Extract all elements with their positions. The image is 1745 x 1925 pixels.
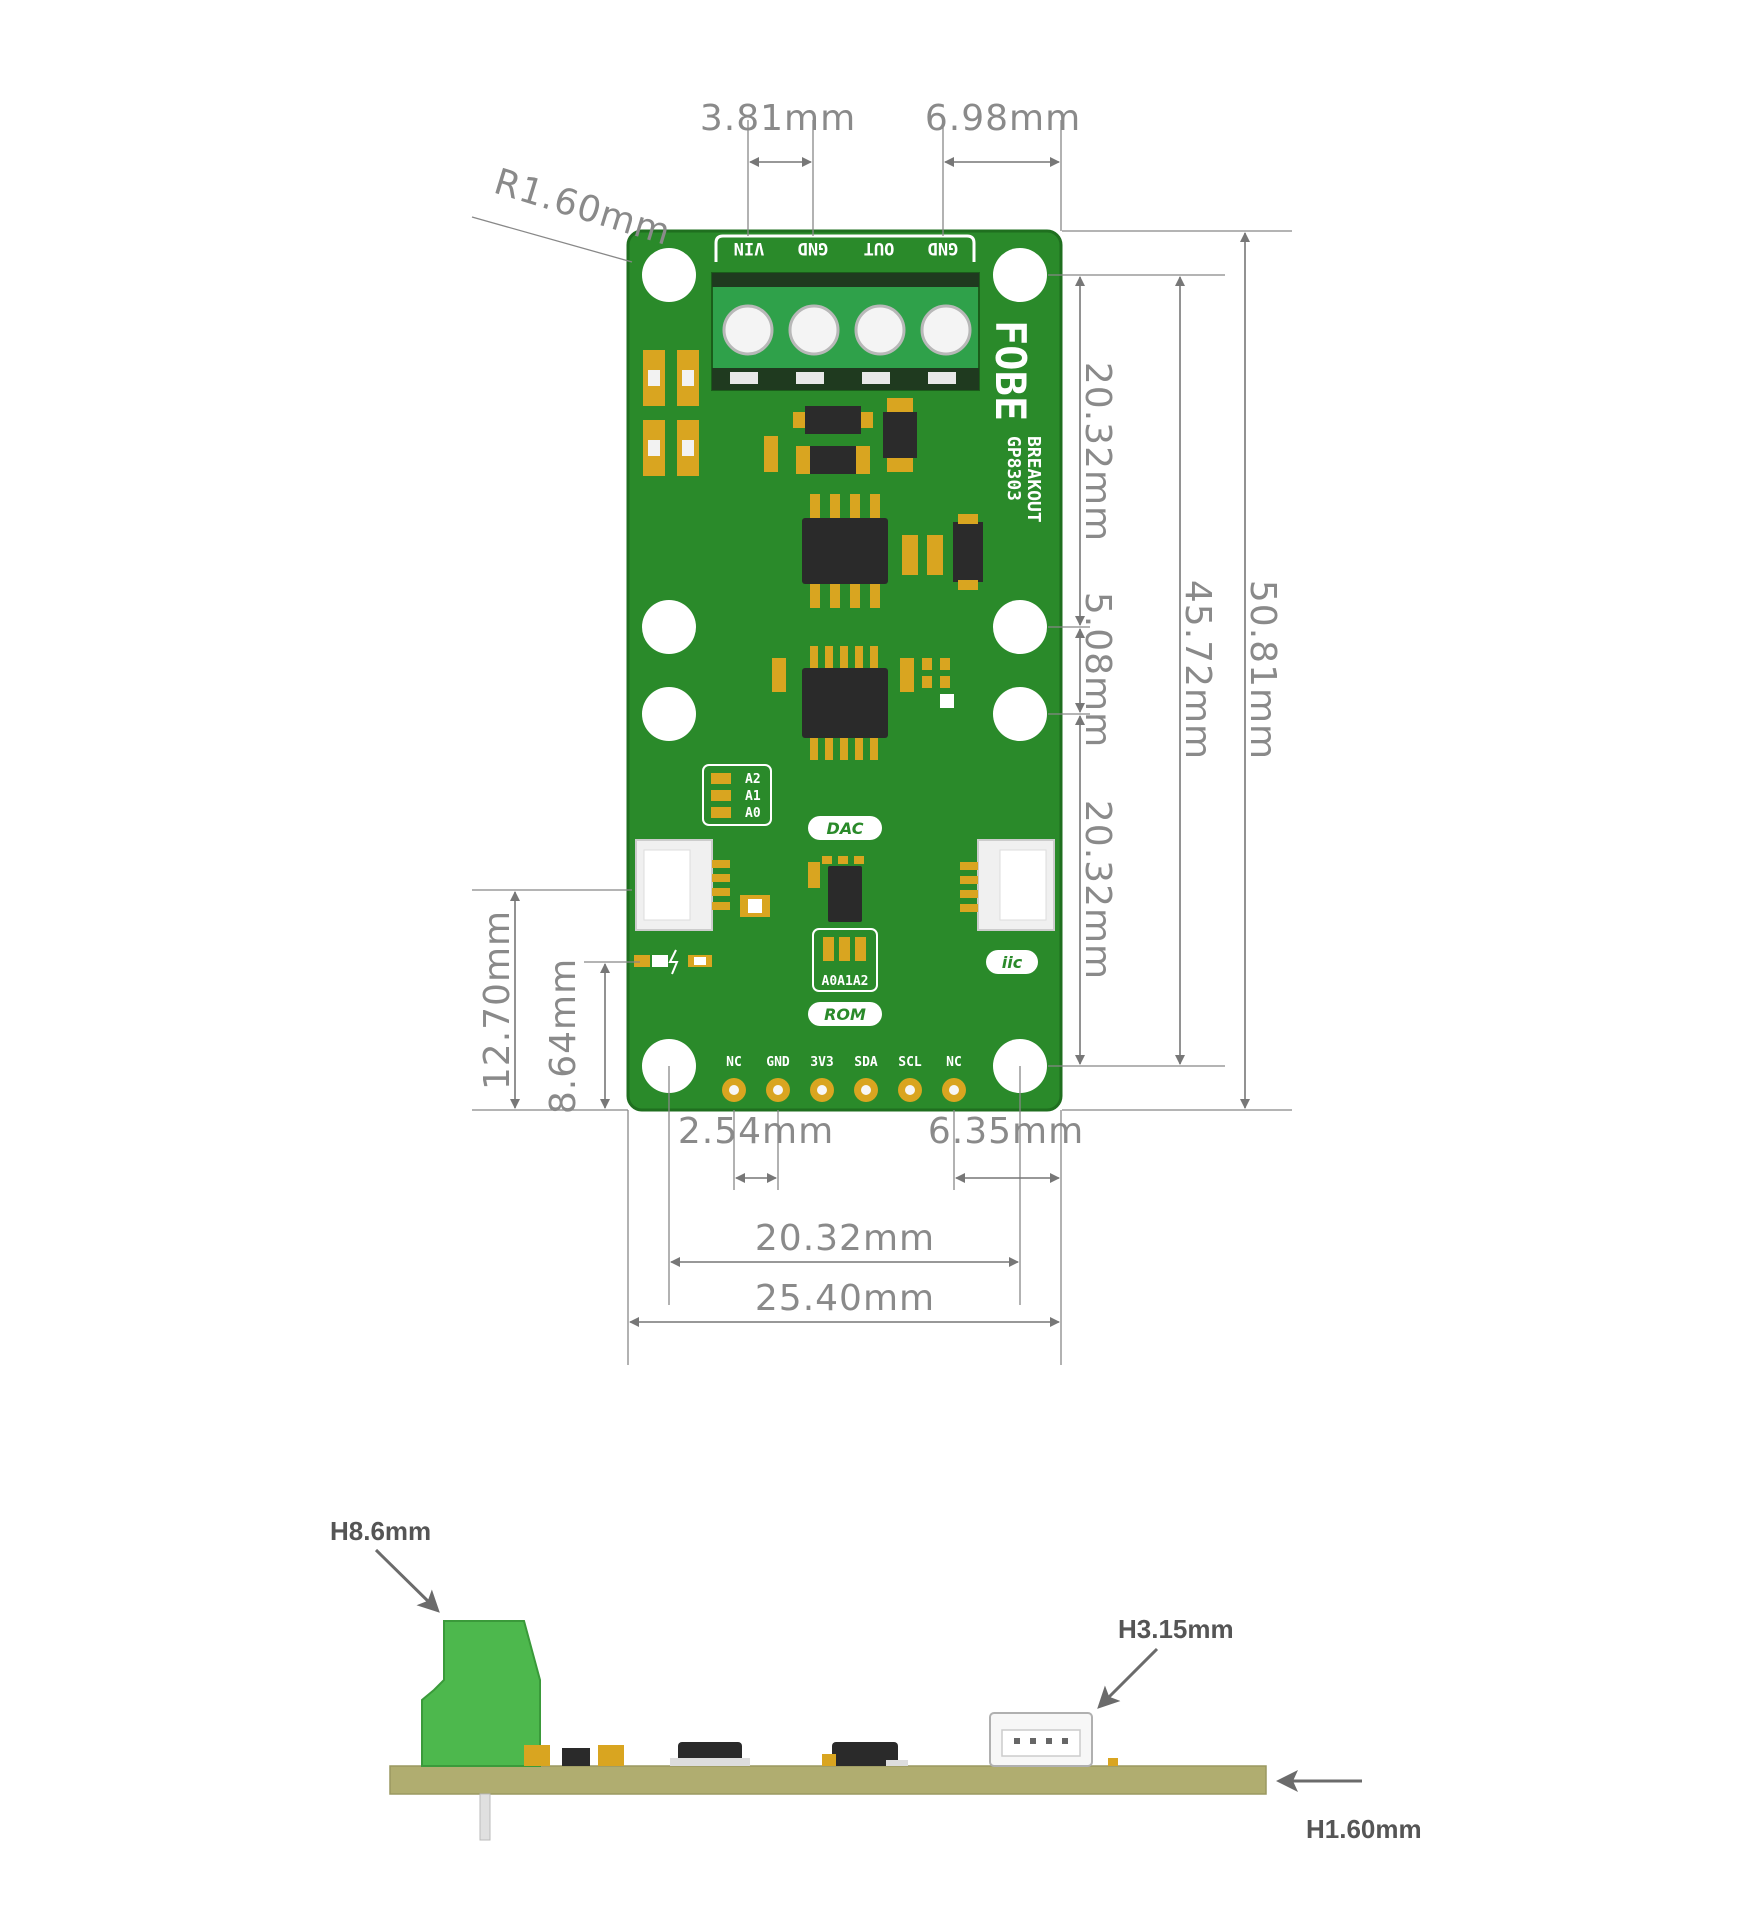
- terminal-block-side: [421, 1620, 541, 1767]
- board-subtitle-part: GP8303: [1003, 436, 1024, 501]
- dim-right-lower: 20.32mm: [1077, 800, 1118, 980]
- dim-right-middle: 5.08mm: [1077, 592, 1118, 748]
- mounting-holes: [642, 248, 1047, 1093]
- dim-left-inner: 8.64mm: [543, 958, 584, 1114]
- dac-badge-text: DAC: [827, 819, 864, 838]
- dim-terminal-edge: 6.98mm: [925, 98, 1081, 139]
- pin-label-nc-2: NC: [946, 1055, 962, 1070]
- callout-pcb-thickness: H1.60mm: [1306, 1814, 1422, 1844]
- terminal-label-vin: VIN: [734, 238, 765, 258]
- mounting-hole: [993, 687, 1047, 741]
- mounting-hole: [993, 600, 1047, 654]
- terminal-screw: [854, 304, 906, 356]
- board-title: BREAKOUT GP8303: [1003, 436, 1044, 523]
- left-jst-connector: [635, 839, 770, 931]
- bottom-header: NC GND 3V3 SDA SCL NC: [722, 1055, 966, 1102]
- terminal-label-gnd: GND: [798, 238, 829, 258]
- board-subtitle-breakout: BREAKOUT: [1023, 436, 1044, 523]
- terminal-screw: [920, 304, 972, 356]
- mounting-hole: [642, 600, 696, 654]
- pcb-board-top-view: VIN GND OUT GND FOBE BREAKOUT GP8303: [626, 229, 1063, 1112]
- rom-badge-text: ROM: [824, 1005, 866, 1024]
- left-smd-capacitors: [643, 350, 699, 476]
- dim-bottom-right-offset: 6.35mm: [928, 1111, 1084, 1152]
- pcb-side-profile: [389, 1765, 1267, 1795]
- dim-pin-pitch: 2.54mm: [678, 1111, 834, 1152]
- mounting-hole: [642, 687, 696, 741]
- pin-label-gnd: GND: [766, 1055, 790, 1070]
- address-label-a1: A1: [745, 789, 761, 804]
- address-label-a0: A0: [745, 806, 761, 821]
- eeprom-chip: [808, 856, 864, 922]
- power-led: [634, 949, 712, 975]
- inductor: [883, 412, 917, 458]
- dac-chip: [802, 494, 888, 608]
- dim-terminal-pitch: 3.81mm: [700, 98, 856, 139]
- dim-total-width: 25.40mm: [755, 1278, 935, 1319]
- terminal-label-out: OUT: [864, 238, 895, 258]
- pin-label-3v3: 3V3: [810, 1055, 833, 1070]
- op-amp-chip: [772, 646, 954, 760]
- screw-terminal-block: VIN GND OUT GND: [711, 234, 980, 391]
- terminal-screw: [722, 304, 774, 356]
- dim-right-total: 50.81mm: [1242, 580, 1283, 760]
- terminal-pin: [479, 1793, 491, 1841]
- rom-badge: ROM: [808, 1002, 882, 1026]
- pin-label-nc: NC: [726, 1055, 742, 1070]
- terminal-label-gnd-2: GND: [928, 238, 959, 258]
- jst-connector-side: [989, 1712, 1118, 1767]
- address-label-a2: A2: [745, 772, 761, 787]
- right-jst-connector: [960, 839, 1055, 931]
- dim-right-upper: 20.32mm: [1077, 362, 1118, 542]
- pin-label-sda: SDA: [854, 1055, 878, 1070]
- dim-hole-span: 20.32mm: [755, 1218, 935, 1259]
- address-jumpers: A2 A1 A0: [702, 764, 772, 826]
- rom-address-jumpers: A0A1A2: [812, 928, 878, 992]
- power-components: [764, 398, 917, 474]
- dim-right-inner-total: 45.72mm: [1177, 580, 1218, 760]
- callout-connector-height: H3.15mm: [1118, 1614, 1234, 1644]
- pin-label-scl: SCL: [898, 1055, 922, 1070]
- mounting-hole: [642, 248, 696, 302]
- iic-badge-text: iic: [1002, 953, 1023, 972]
- rom-address-label: A0A1A2: [822, 974, 869, 989]
- fobe-logo: FOBE: [986, 320, 1035, 421]
- regulator: [800, 446, 866, 474]
- callout-terminal-height: H8.6mm: [330, 1516, 431, 1546]
- mounting-hole: [993, 248, 1047, 302]
- dim-corner-radius: R1.60mm: [489, 161, 675, 254]
- dac-side-parts: [902, 514, 983, 590]
- pcb-side-view: H8.6mm H3.15mm H1.60mm: [330, 1516, 1422, 1844]
- terminal-screw: [788, 304, 840, 356]
- dimension-lines: [471, 120, 1292, 1365]
- dac-badge: DAC: [808, 816, 882, 840]
- iic-badge: iic: [986, 950, 1038, 974]
- dim-left-outer: 12.70mm: [477, 910, 518, 1090]
- diode: [805, 406, 861, 434]
- brand-logo-text: FOBE: [986, 320, 1035, 421]
